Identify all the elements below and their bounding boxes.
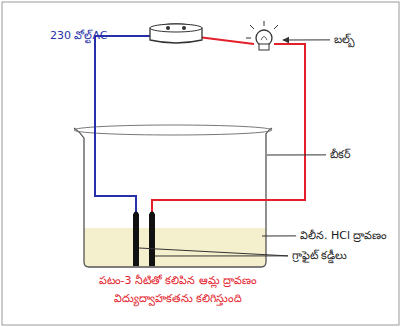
leader-line <box>139 248 288 256</box>
power-socket <box>150 24 202 43</box>
red-wire <box>152 44 305 214</box>
rod-terminal <box>150 212 155 217</box>
figure-caption: పటం-3 నీటితో కలిపిన ఆమ్ల ద్రావణం విద్యుద… <box>80 272 276 307</box>
bulb-label: బల్బ్ <box>334 33 355 47</box>
leader-line <box>155 255 288 256</box>
voltage-label: 230 వోల్ట్AC <box>50 29 108 43</box>
leader-line <box>267 154 326 155</box>
bulb-symbol <box>246 21 278 50</box>
leader-arrow <box>283 39 330 40</box>
leader-line <box>262 235 296 236</box>
frame-border <box>2 2 399 325</box>
beaker-outline <box>74 128 272 267</box>
blue-wire <box>95 36 162 214</box>
rods-label: గ్రాఫైట్ కడ్డీలు <box>292 249 348 263</box>
beaker-label: బీకర్ <box>330 148 351 162</box>
rod-terminal <box>134 212 139 217</box>
solution-label: విలీన. HCl ద్రావణం <box>300 229 388 243</box>
beaker-rim <box>74 125 272 135</box>
acid-solution <box>84 228 266 267</box>
graphite-rod <box>149 214 155 266</box>
graphite-rod <box>133 214 139 266</box>
